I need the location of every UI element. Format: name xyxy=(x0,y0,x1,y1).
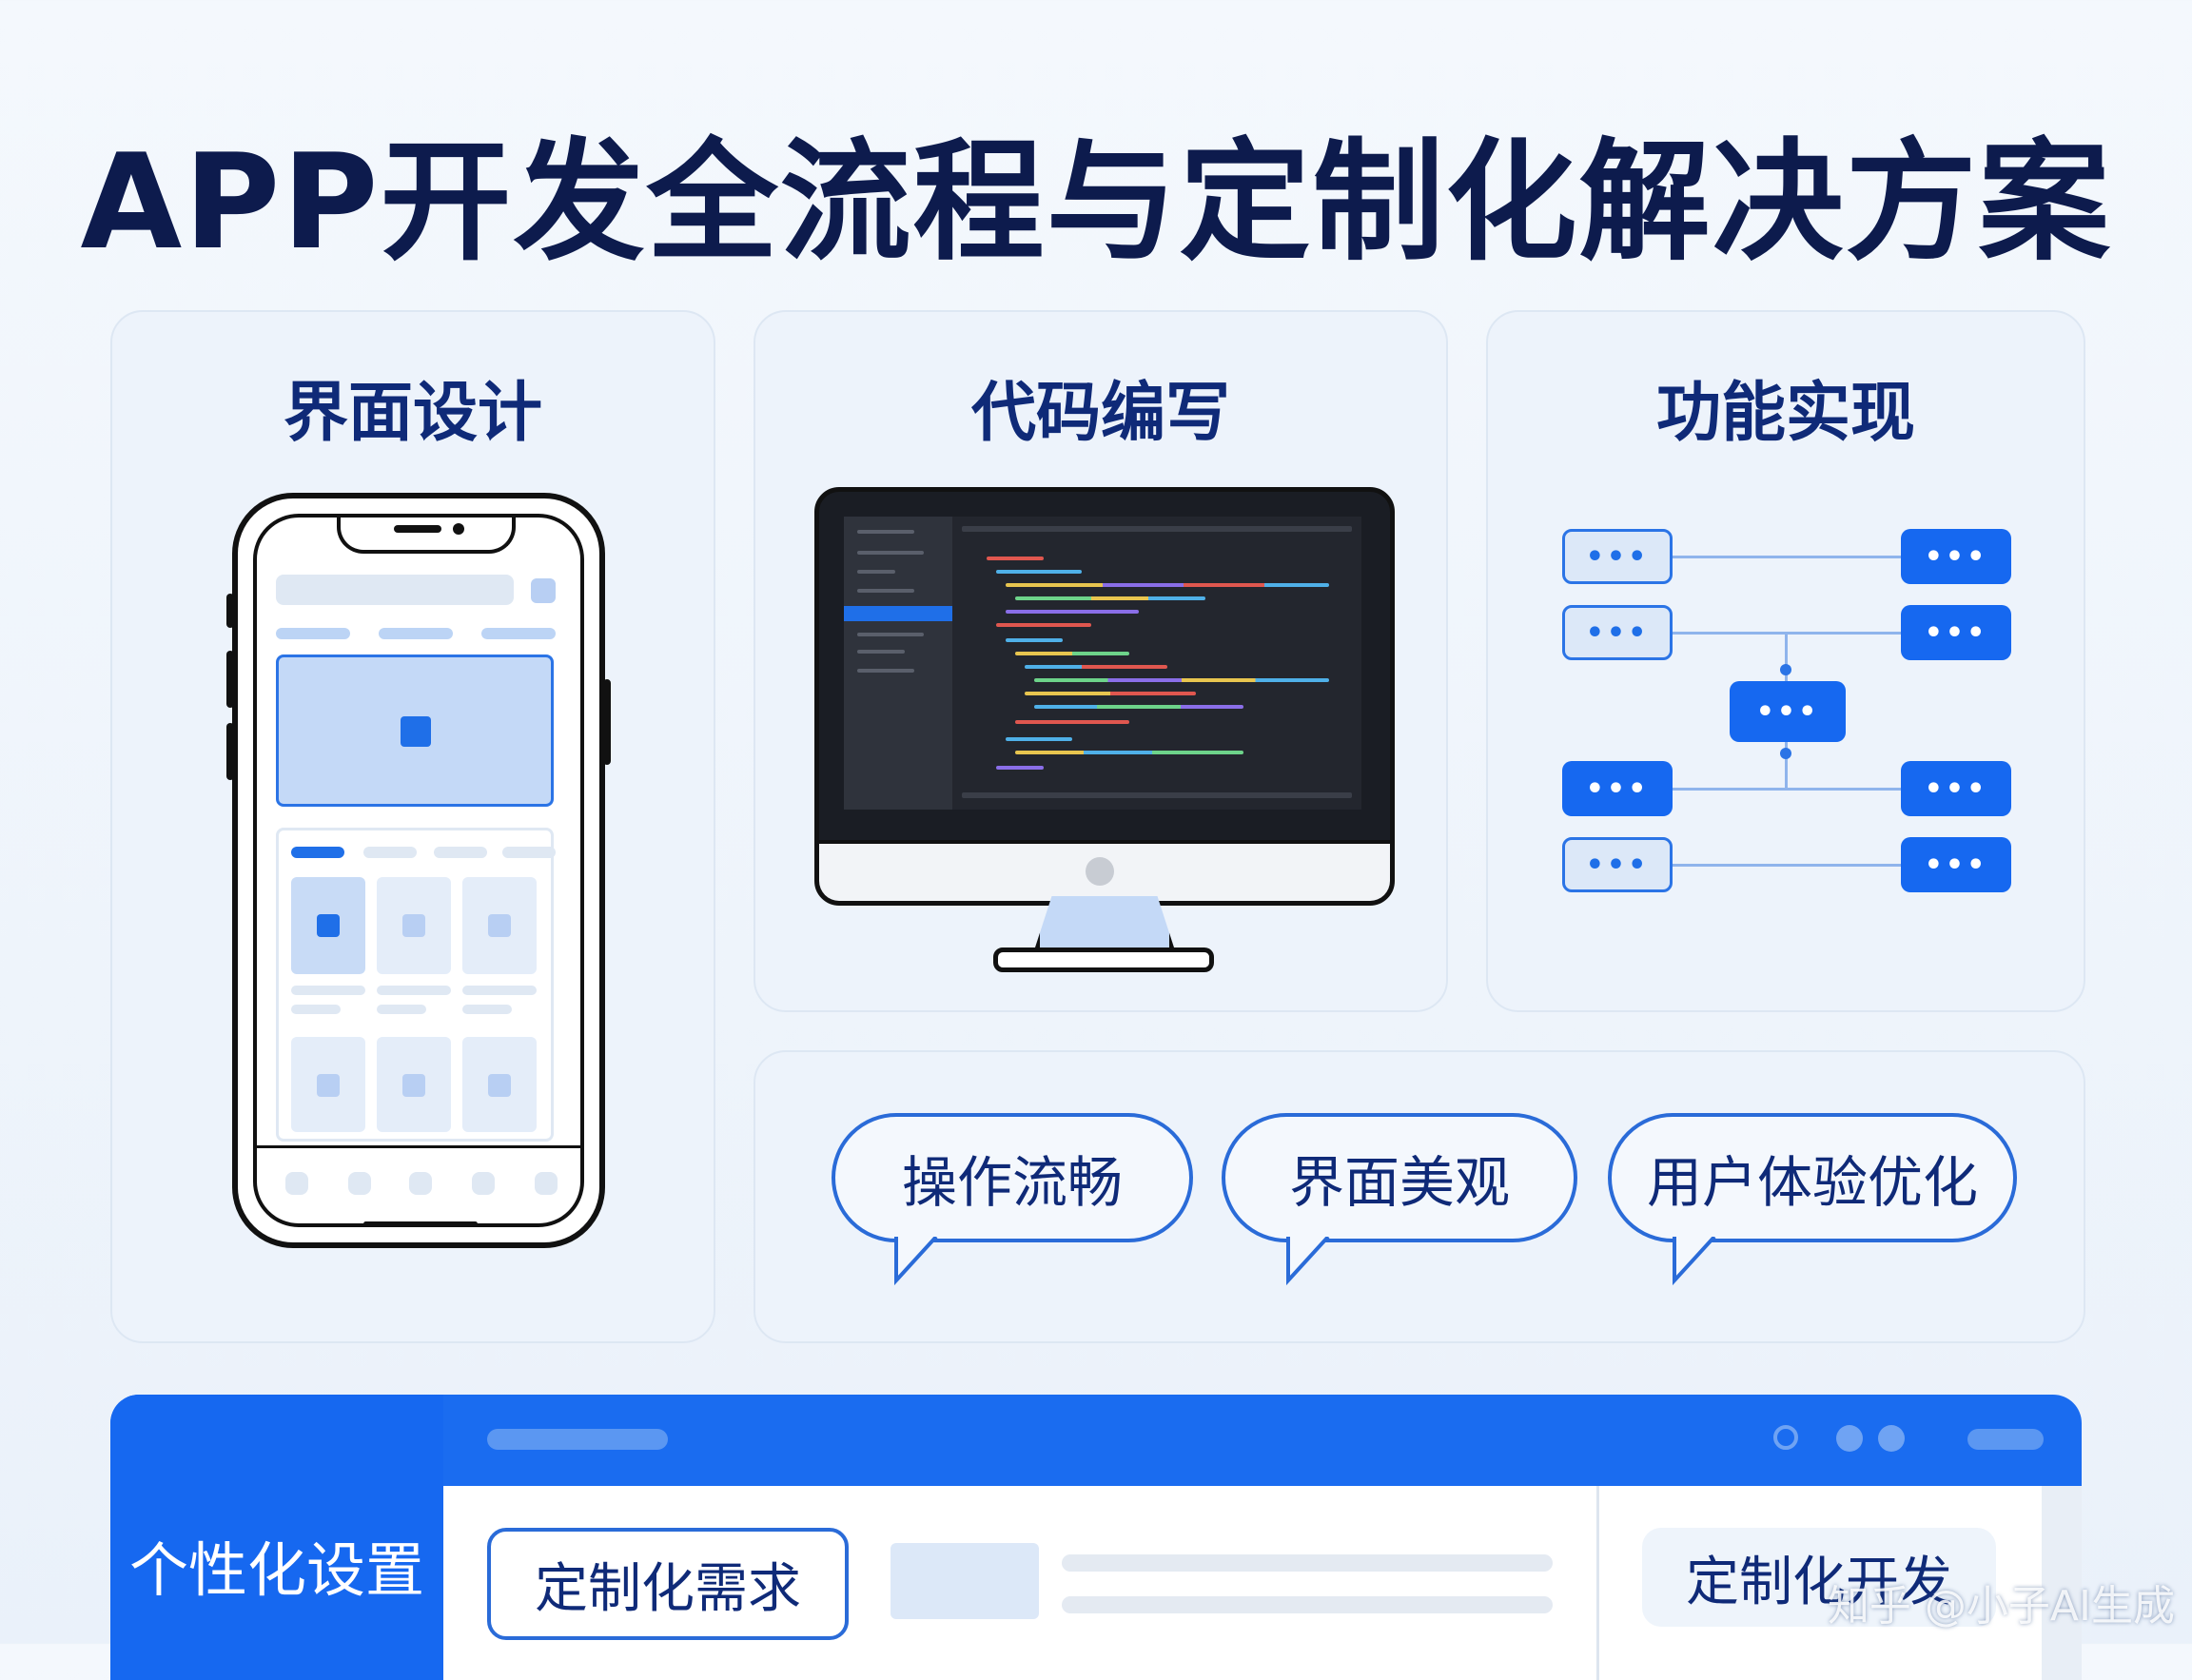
phone-grid-item xyxy=(291,877,365,974)
phone-screen xyxy=(253,514,584,1227)
flow-node: ••• xyxy=(1901,761,2011,816)
flow-node: ••• xyxy=(1562,761,1673,816)
page-title: APP开发全流程与定制化解决方案 xyxy=(80,126,2112,279)
card-ui-design-title: 界面设计 xyxy=(283,376,542,451)
phone-tab-icon xyxy=(535,1172,558,1195)
phone-tab-icon xyxy=(472,1172,495,1195)
bubble-tail xyxy=(894,1237,938,1286)
phone-home-indicator xyxy=(363,1221,478,1223)
bubble-smooth-operation: 操作流畅 xyxy=(832,1113,1193,1242)
flow-node: ••• xyxy=(1901,529,2011,584)
custom-development-button[interactable]: 定制化开发 xyxy=(1642,1528,1996,1627)
phone-tab-icon xyxy=(285,1172,308,1195)
phone-header-icon xyxy=(531,578,556,603)
monitor-stand xyxy=(1035,896,1174,947)
phone-tab-icon xyxy=(348,1172,371,1195)
phone-tab-icon xyxy=(409,1172,432,1195)
window-dot-icon xyxy=(1878,1425,1905,1452)
monitor-illustration xyxy=(814,487,1395,906)
watermark: 知乎 @小子AI生成 xyxy=(1827,1582,2175,1631)
phone-banner xyxy=(276,654,554,807)
flow-node: ••• xyxy=(1562,605,1673,660)
phone-notch xyxy=(337,518,516,554)
phone-grid-item xyxy=(377,877,451,974)
monitor-base xyxy=(993,947,1214,972)
bubble-tail xyxy=(1673,1237,1716,1286)
window-dot-icon xyxy=(1773,1425,1798,1450)
phone-grid-item xyxy=(291,1037,365,1132)
phone-grid-item xyxy=(462,877,537,974)
editor-sidebar xyxy=(844,517,952,810)
bubble-beautiful-ui: 界面美观 xyxy=(1222,1113,1577,1242)
flow-node: ••• xyxy=(1901,605,2011,660)
card-features-title: 功能实现 xyxy=(1655,376,1915,451)
customization-panel: 个性化设置 定制化需求 定制化开发 xyxy=(110,1395,2082,1680)
phone-grid-item xyxy=(377,1037,451,1132)
flow-node: ••• xyxy=(1901,837,2011,892)
card-coding-title: 代码编写 xyxy=(970,376,1230,451)
flow-node: ••• xyxy=(1562,529,1673,584)
flow-node: ••• xyxy=(1562,837,1673,892)
custom-requirement-button[interactable]: 定制化需求 xyxy=(487,1528,849,1640)
phone-grid-item xyxy=(462,1037,537,1132)
code-editor-screen xyxy=(844,517,1361,810)
flow-node-center: ••• xyxy=(1730,681,1846,742)
bubble-ux-optimization: 用户体验优化 xyxy=(1608,1113,2017,1242)
window-dot-icon xyxy=(1836,1425,1863,1452)
bubble-tail xyxy=(1286,1237,1330,1286)
monitor-chin xyxy=(819,840,1390,901)
personalization-label: 个性化设置 xyxy=(128,1535,424,1605)
panel-sidebar: 个性化设置 xyxy=(110,1395,443,1680)
phone-illustration xyxy=(226,493,611,1248)
